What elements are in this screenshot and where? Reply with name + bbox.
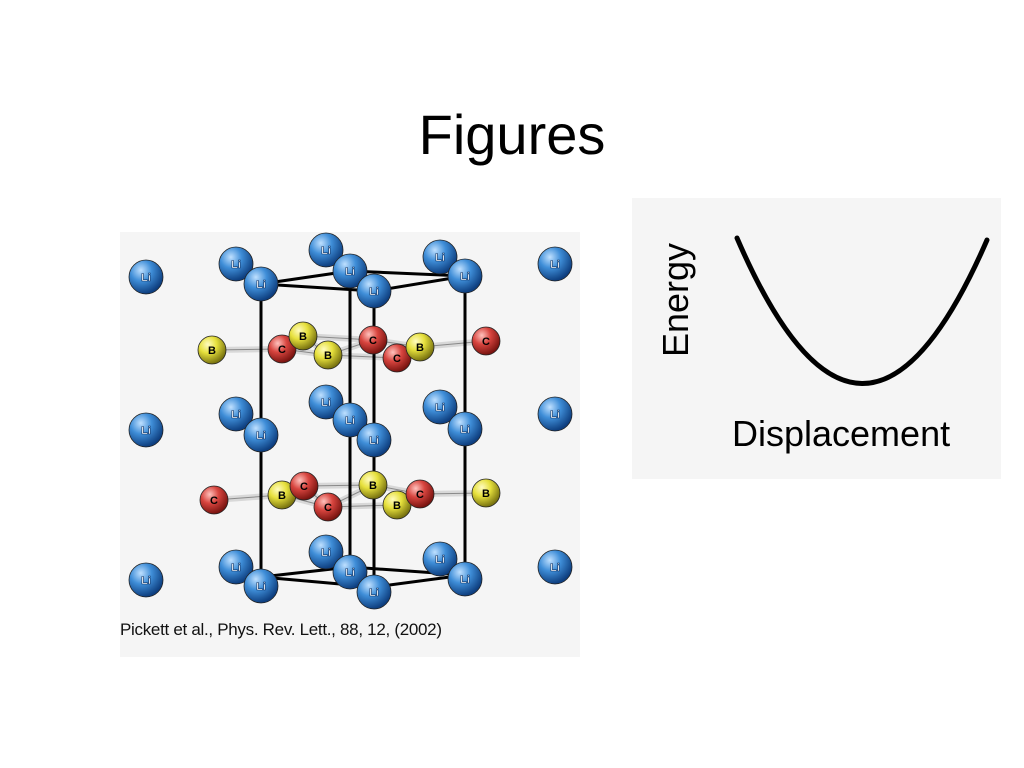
atom-label: Li (345, 415, 355, 427)
boron-atom: B (288, 321, 318, 351)
lithium-atom: Li (356, 422, 392, 458)
boron-atom: B (197, 335, 227, 365)
lithium-atom: Li (447, 411, 483, 447)
atom-label: C (482, 336, 490, 348)
figure-citation: Pickett et al., Phys. Rev. Lett., 88, 12… (120, 620, 442, 639)
atom-label: Li (256, 279, 266, 291)
lithium-atom: Li (422, 541, 458, 577)
displacement-axis-label: Displacement (732, 413, 951, 454)
atom-label: Li (141, 272, 151, 284)
atom-label: Li (550, 409, 560, 421)
lithium-atom: Li (332, 554, 368, 590)
atom-label: Li (256, 430, 266, 442)
atom-label: C (393, 353, 401, 365)
atom-label: Li (321, 547, 331, 559)
atom-label: B (278, 490, 286, 502)
lithium-atom: Li (332, 402, 368, 438)
boron-atom: B (471, 478, 501, 508)
atom-label: Li (369, 435, 379, 447)
lithium-atom: Li (128, 562, 164, 598)
carbon-atom: C (289, 471, 319, 501)
carbon-atom: C (358, 325, 388, 355)
atom-label: Li (369, 286, 379, 298)
carbon-atom: C (471, 326, 501, 356)
atom-label: Li (550, 562, 560, 574)
lithium-atom: Li (128, 412, 164, 448)
atom-label: Li (256, 581, 266, 593)
boron-atom: B (313, 340, 343, 370)
energy-curve-plot (734, 235, 990, 386)
lithium-atom: Li (218, 246, 254, 282)
lithium-atom: Li (243, 568, 279, 604)
atom-label: Li (231, 409, 241, 421)
lithium-atom: Li (332, 253, 368, 289)
atom-label: B (208, 345, 216, 357)
slide-title: Figures (418, 103, 606, 166)
boron-atom: B (358, 470, 388, 500)
atom-label: B (369, 480, 377, 492)
lithium-atom: Li (537, 246, 573, 282)
lithium-atom: Li (308, 534, 344, 570)
lithium-atom: Li (422, 389, 458, 425)
carbon-atom: C (199, 485, 229, 515)
atom-label: Li (321, 245, 331, 257)
unit-cell-edge (260, 282, 375, 293)
energy-displacement-figure: Energy Displacement (632, 198, 1001, 479)
carbon-atom: C (405, 479, 435, 509)
lithium-atom: Li (447, 561, 483, 597)
atom-label: B (416, 342, 424, 354)
atom-label: Li (141, 425, 151, 437)
lithium-atom: Li (308, 232, 344, 268)
energy-curve (734, 235, 990, 386)
atom-label: Li (460, 271, 470, 283)
atom-label: C (210, 495, 218, 507)
lithium-atom: Li (218, 549, 254, 585)
atom-label: B (393, 500, 401, 512)
lithium-atom: Li (537, 549, 573, 585)
atom-label: C (278, 344, 286, 356)
atom-label: Li (460, 424, 470, 436)
atom-label: Li (231, 562, 241, 574)
lithium-atom: Li (308, 384, 344, 420)
atom-label: B (324, 350, 332, 362)
atom-label: C (369, 335, 377, 347)
atom-label: B (299, 331, 307, 343)
atom-label: C (300, 481, 308, 493)
lithium-atom: Li (422, 239, 458, 275)
atom-label: Li (369, 587, 379, 599)
boron-atom: B (382, 490, 412, 520)
carbon-atom: C (313, 492, 343, 522)
lithium-atom: Li (537, 396, 573, 432)
lithium-atom: Li (128, 259, 164, 295)
lithium-atom: Li (243, 266, 279, 302)
lithium-atom: Li (243, 417, 279, 453)
atom-label: Li (321, 397, 331, 409)
carbon-atom: C (267, 334, 297, 364)
unit-cell-edge (349, 269, 466, 278)
atom-label: C (416, 489, 424, 501)
atom-label: Li (345, 567, 355, 579)
atom-label: B (482, 488, 490, 500)
energy-axis-label: Energy (655, 242, 696, 358)
atom-label: Li (141, 575, 151, 587)
atom-label: Li (435, 252, 445, 264)
atom-label: C (324, 502, 332, 514)
atom-label: Li (435, 402, 445, 414)
atom-label: Li (435, 554, 445, 566)
boron-atom: B (405, 332, 435, 362)
atom-label: Li (231, 259, 241, 271)
atom-label: Li (460, 574, 470, 586)
atom-label: Li (550, 259, 560, 271)
lithium-atom: Li (356, 273, 392, 309)
lithium-atom: Li (447, 258, 483, 294)
atom-label: Li (345, 266, 355, 278)
lithium-atom: Li (356, 574, 392, 610)
lithium-atom: Li (218, 396, 254, 432)
